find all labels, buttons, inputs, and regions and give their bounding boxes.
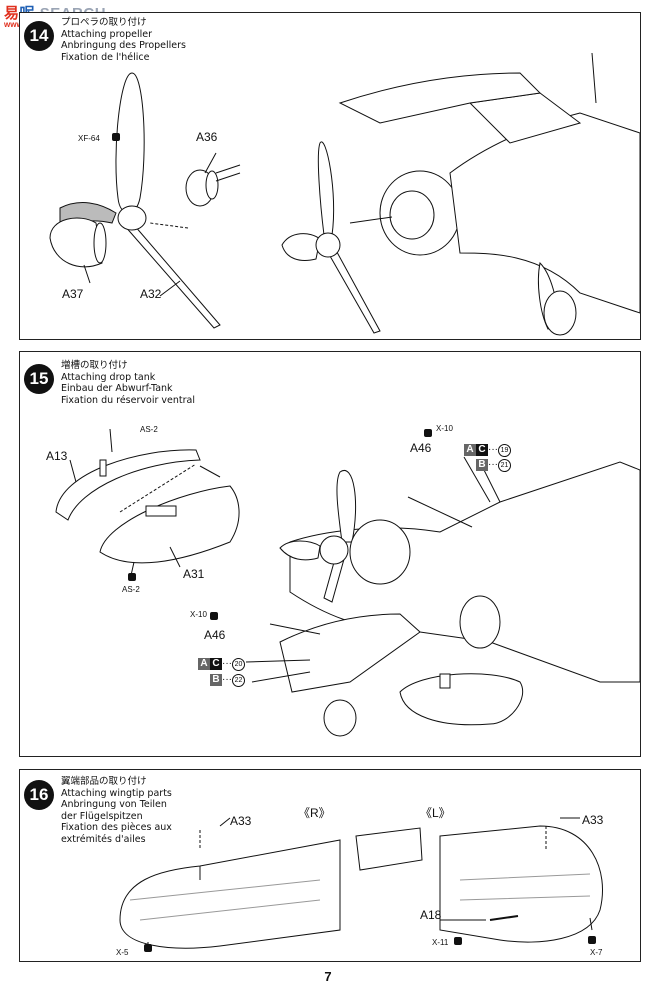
- label-l-side: 《L》: [420, 806, 451, 820]
- paint-mark-icon: [454, 937, 462, 945]
- propeller-diagram: [49, 52, 640, 336]
- label-a46-top: A46: [410, 441, 432, 455]
- paint-mark-icon: [144, 944, 152, 952]
- label-x-11: X-11: [432, 938, 449, 947]
- paint-mark-icon: [424, 429, 432, 437]
- label-a18: A18: [420, 908, 442, 922]
- marking-code-21: B···21: [476, 459, 511, 472]
- step-number: 16: [24, 780, 54, 810]
- label-x-5: X-5: [116, 948, 129, 957]
- label-a31: A31: [183, 567, 205, 581]
- label-a46-bottom: A46: [204, 628, 226, 642]
- page-number: 7: [324, 969, 332, 984]
- paint-mark-icon: [112, 133, 120, 141]
- label-x-10-top: X-10: [436, 424, 453, 433]
- drop-tank-diagram: [55, 428, 640, 737]
- label-a33-left: A33: [582, 813, 604, 827]
- paint-mark-icon: [210, 612, 218, 620]
- label-x-7: X-7: [590, 948, 603, 957]
- label-as-2-top: AS-2: [140, 425, 158, 434]
- step-number: 15: [24, 364, 54, 394]
- label-a32: A32: [140, 287, 162, 301]
- label-xf-64: XF-64: [78, 134, 100, 143]
- label-x-10-bottom: X-10: [190, 610, 207, 619]
- wingtip-diagram: [119, 817, 603, 949]
- label-a37: A37: [62, 287, 84, 301]
- paint-mark-icon: [588, 936, 596, 944]
- step-number: 14: [24, 21, 54, 51]
- marking-code-22: B···22: [210, 674, 245, 687]
- label-r-side: 《R》: [298, 806, 331, 820]
- paint-mark-icon: [128, 573, 136, 581]
- label-a33-right: A33: [230, 814, 252, 828]
- label-a36: A36: [196, 130, 218, 144]
- label-a13: A13: [46, 449, 68, 463]
- label-as-2-bottom: AS-2: [122, 585, 140, 594]
